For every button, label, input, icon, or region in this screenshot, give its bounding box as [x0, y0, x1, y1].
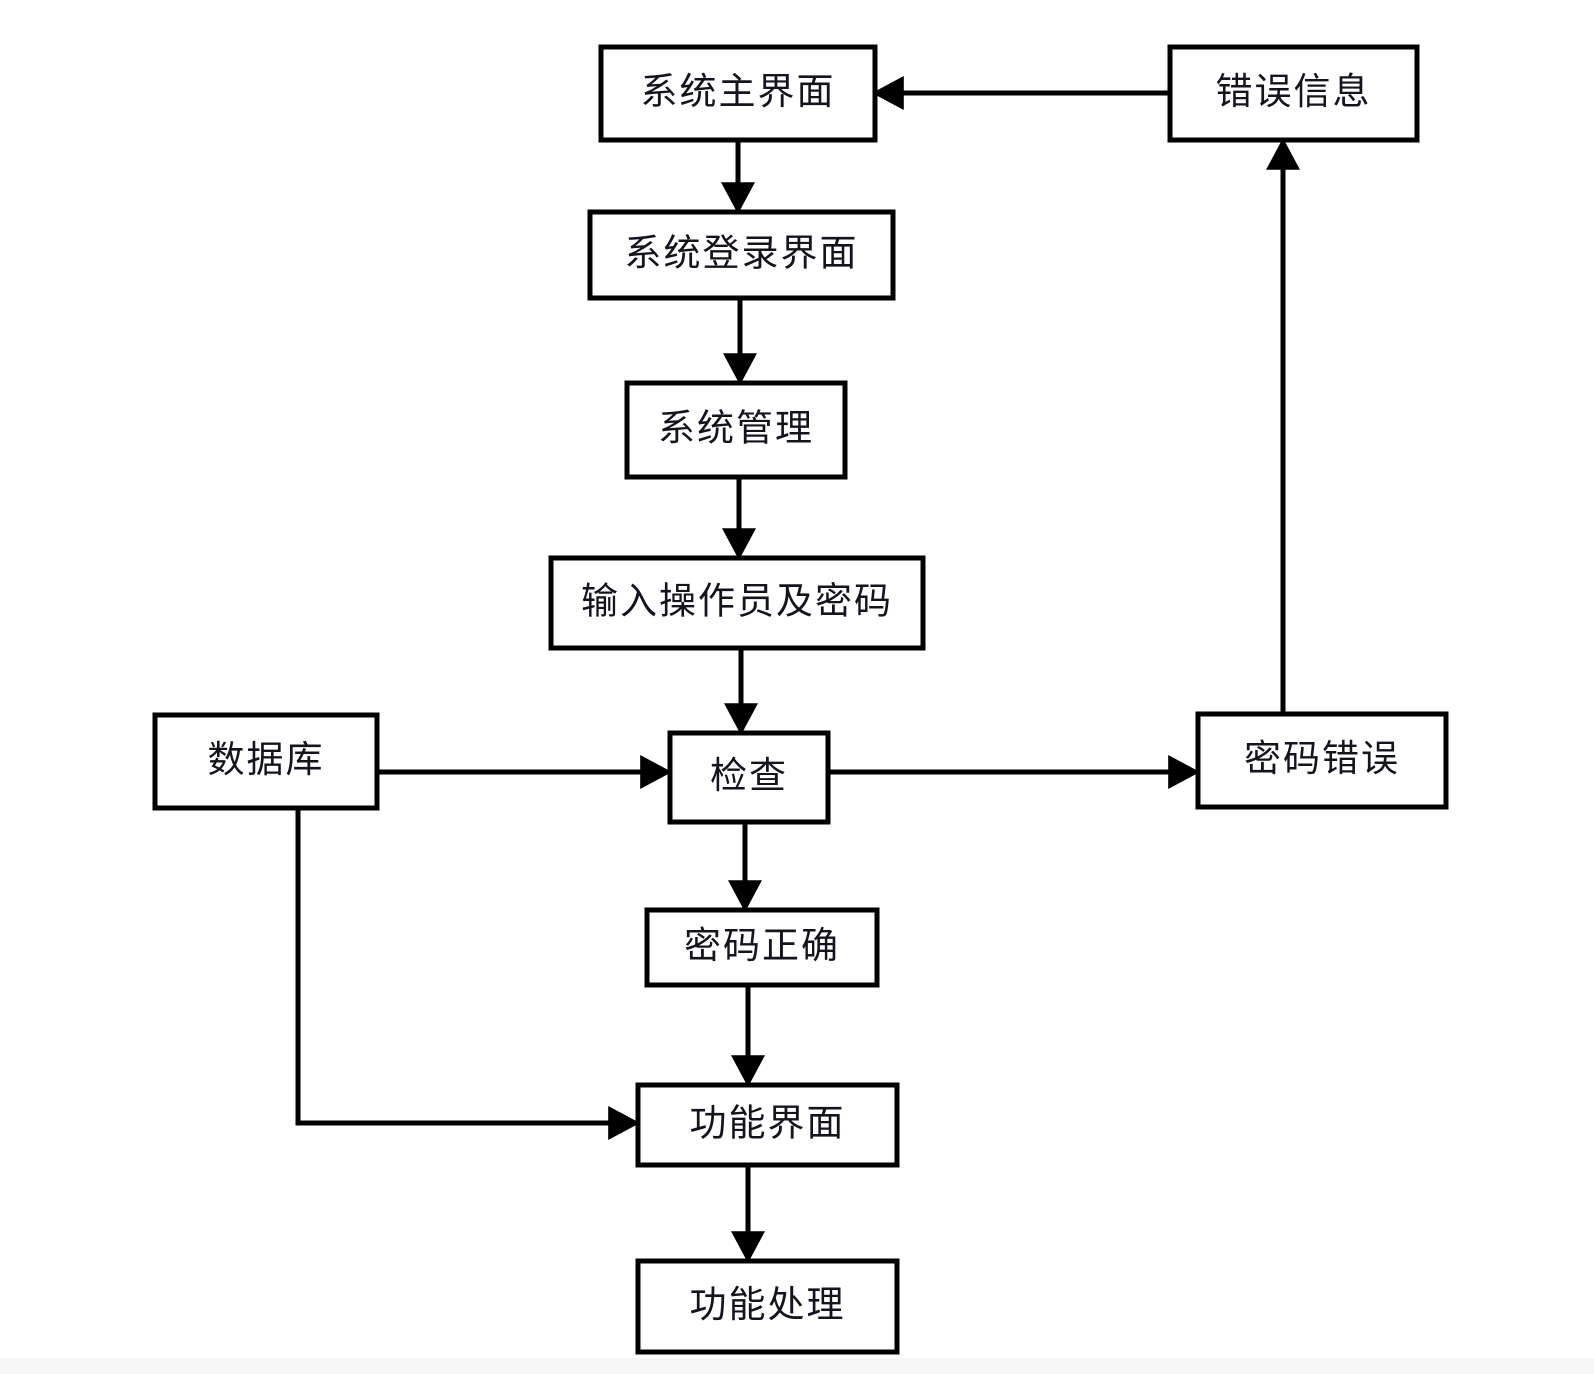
- node-box[interactable]: [624, 380, 848, 480]
- node-box[interactable]: [598, 44, 878, 143]
- edge-login_ui-to-sys_manage: [723, 298, 757, 385]
- arrow-head-icon: [731, 1055, 765, 1087]
- node-login_ui[interactable]: 系统登录界面: [587, 209, 896, 301]
- node-box[interactable]: [644, 907, 880, 988]
- edge-database-to-check: [377, 755, 672, 789]
- bottom-edge-strip: [0, 1358, 1594, 1374]
- node-label: 数据库: [208, 739, 325, 781]
- node-label: 密码错误: [1244, 738, 1400, 780]
- node-error_info[interactable]: 错误信息: [1167, 44, 1420, 143]
- arrow-head-icon: [872, 76, 904, 110]
- node-input_cred[interactable]: 输入操作员及密码: [548, 555, 926, 651]
- arrow-head-icon: [1168, 755, 1200, 789]
- node-label: 系统管理: [658, 407, 814, 449]
- edge-func_ui-to-func_process: [731, 1165, 765, 1263]
- arrow-head-icon: [724, 703, 758, 735]
- edge-line: [295, 808, 632, 1126]
- edge-error_info-to-main_ui: [872, 76, 1170, 110]
- node-label: 错误信息: [1216, 71, 1372, 113]
- node-box[interactable]: [587, 209, 896, 301]
- node-box[interactable]: [667, 730, 831, 825]
- arrow-head-icon: [721, 182, 755, 214]
- node-check[interactable]: 检查: [667, 730, 831, 825]
- node-database[interactable]: 数据库: [152, 712, 380, 811]
- node-label: 检查: [710, 755, 788, 797]
- edges-layer: [295, 76, 1300, 1263]
- arrow-head-icon: [731, 1231, 765, 1263]
- node-label: 系统登录界面: [625, 232, 859, 274]
- edge-database-to-func_ui: [295, 808, 640, 1140]
- arrow-head-icon: [608, 1106, 640, 1140]
- edge-pwd_correct-to-func_ui: [731, 985, 765, 1087]
- node-box[interactable]: [635, 1082, 900, 1168]
- arrow-head-icon: [640, 755, 672, 789]
- node-label: 系统主界面: [641, 71, 836, 113]
- edge-pwd_error-to-error_info: [1266, 138, 1300, 714]
- node-box[interactable]: [152, 712, 380, 811]
- edge-main_ui-to-login_ui: [721, 140, 755, 214]
- node-label: 功能处理: [690, 1284, 846, 1326]
- node-pwd_correct[interactable]: 密码正确: [644, 907, 880, 988]
- node-label: 输入操作员及密码: [581, 580, 893, 622]
- node-box[interactable]: [635, 1258, 900, 1355]
- node-box[interactable]: [1195, 711, 1449, 810]
- node-pwd_error[interactable]: 密码错误: [1195, 711, 1449, 810]
- node-sys_manage[interactable]: 系统管理: [624, 380, 848, 480]
- edge-input_cred-to-check: [724, 648, 758, 735]
- arrow-head-icon: [722, 528, 756, 560]
- node-label: 密码正确: [684, 925, 840, 967]
- edge-sys_manage-to-input_cred: [722, 477, 756, 560]
- arrow-head-icon: [728, 880, 762, 912]
- node-main_ui[interactable]: 系统主界面: [598, 44, 878, 143]
- node-label: 功能界面: [690, 1102, 846, 1144]
- edge-check-to-pwd_correct: [728, 822, 762, 912]
- node-func_process[interactable]: 功能处理: [635, 1258, 900, 1355]
- node-box[interactable]: [548, 555, 926, 651]
- node-func_ui[interactable]: 功能界面: [635, 1082, 900, 1168]
- arrow-head-icon: [1266, 138, 1300, 170]
- node-box[interactable]: [1167, 44, 1420, 143]
- edge-check-to-pwd_error: [828, 755, 1200, 789]
- arrow-head-icon: [723, 353, 757, 385]
